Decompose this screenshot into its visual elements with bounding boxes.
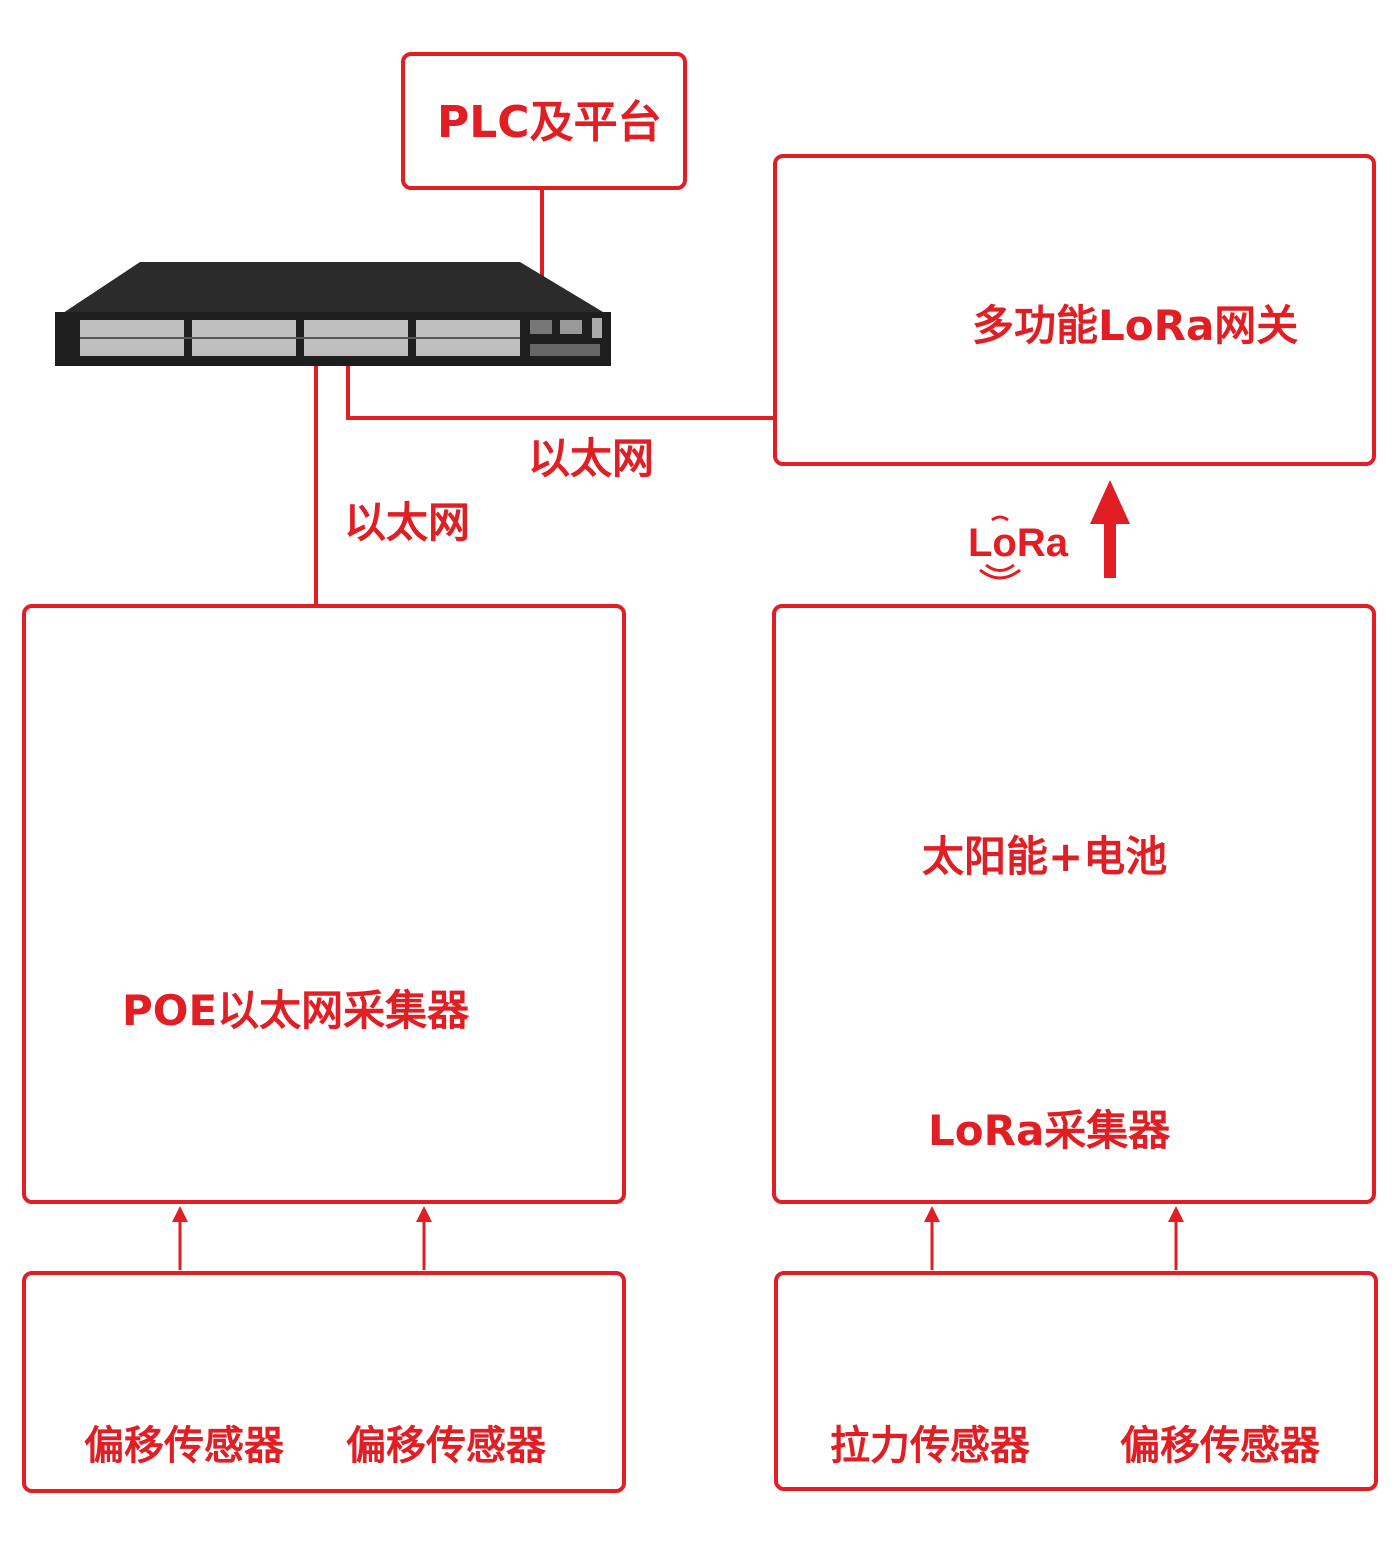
ethernet-label-poe: 以太网 xyxy=(344,498,471,547)
offset-sensor-label-2: 偏移传感器 xyxy=(346,1423,546,1469)
ethernet-label-gateway: 以太网 xyxy=(528,434,655,483)
offset-sensor-label-3: 偏移传感器 xyxy=(1120,1423,1320,1469)
lora-uplink-arrow xyxy=(1090,480,1130,578)
arrow-head xyxy=(172,1206,188,1222)
network-switch-image xyxy=(55,262,611,366)
right-sensors-box xyxy=(774,1271,1378,1491)
sensor-feed-arrows xyxy=(178,1216,1178,1270)
offset-sensor-label-1: 偏移传感器 xyxy=(84,1423,284,1469)
arrow-head xyxy=(1168,1206,1184,1222)
plc-platform-label: PLC及平台 xyxy=(437,97,662,148)
svg-text:LoRa: LoRa xyxy=(968,521,1069,565)
plc-platform-box xyxy=(401,52,687,190)
tension-sensor-label: 拉力传感器 xyxy=(830,1423,1030,1469)
lora-gateway-box xyxy=(773,154,1376,466)
left-sensors-box xyxy=(22,1271,626,1493)
lora-collector-box xyxy=(772,604,1376,1204)
poe-collector-label: POE以太网采集器 xyxy=(122,986,470,1035)
solar-battery-label: 太阳能+电池 xyxy=(922,832,1168,881)
lora-logo: LoRa xyxy=(968,515,1069,580)
poe-collector-box xyxy=(22,604,626,1204)
lora-gateway-label: 多功能LoRa网关 xyxy=(972,301,1299,350)
arrow-head xyxy=(924,1206,940,1222)
arrow-head xyxy=(416,1206,432,1222)
switch-gateway-line xyxy=(346,355,776,420)
lora-collector-label: LoRa采集器 xyxy=(928,1106,1171,1155)
